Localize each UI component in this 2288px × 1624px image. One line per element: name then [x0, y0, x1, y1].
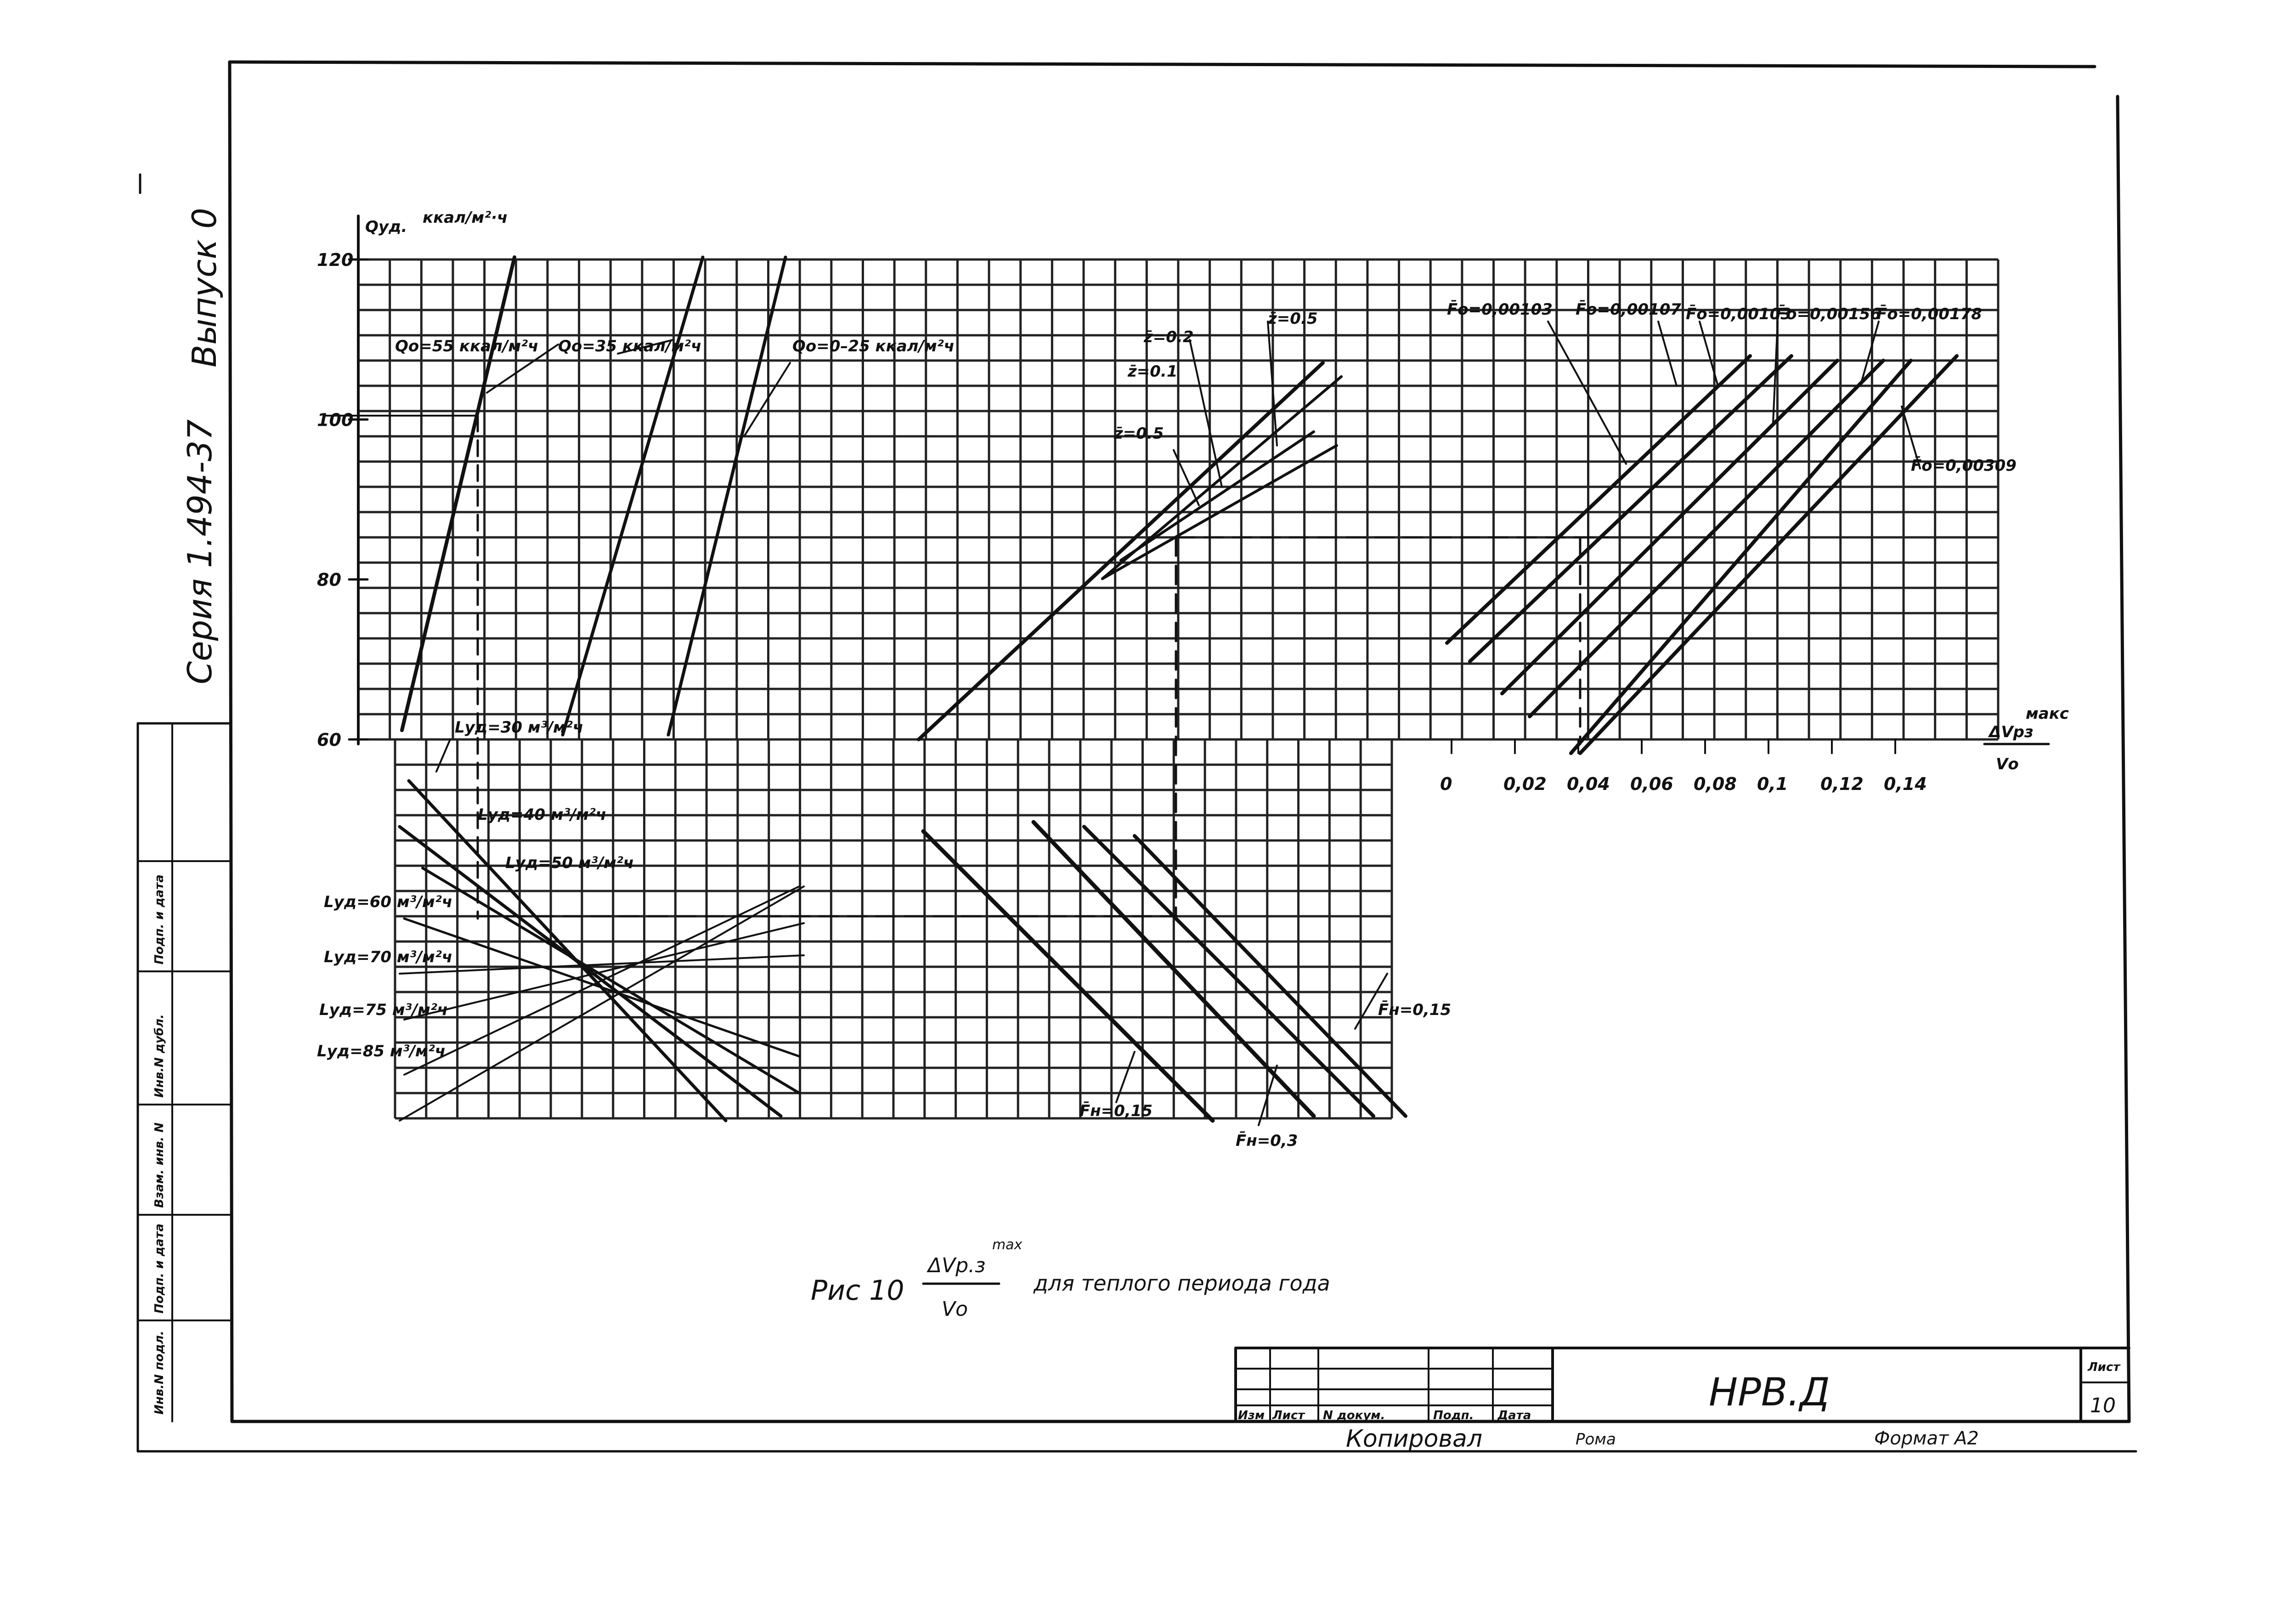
stamp-replace-inv: Взам. инв. N — [153, 1122, 166, 1208]
f0-label-5: F̄о=0,00178 — [1876, 304, 1982, 323]
x-tick-label: 0 — [1440, 774, 1452, 794]
q0-line-0-25 — [667, 255, 787, 737]
l-label-70: Lуд=70 м³/м²ч — [324, 948, 452, 966]
f0-label-2: F̄о=0,00107 — [1576, 299, 1681, 319]
x-tick-label: 0,06 — [1630, 774, 1673, 794]
caption-suffix: для теплого периода года — [1033, 1271, 1330, 1296]
l-label-75: Lуд=75 м³/м²ч — [319, 1001, 448, 1019]
title-block: Изм Лист N докум. Подп. Дата НРВ.Д Лист … — [1234, 1347, 2130, 1453]
stamp-col-sign: Подп. — [1433, 1409, 1474, 1422]
stamp-col-izm: Изм — [1238, 1409, 1265, 1422]
f0-label-1: F̄о=0,00103 — [1447, 299, 1553, 319]
y-tick-label: 100 — [317, 410, 353, 430]
fn-label-right: F̄н=0,15 — [1378, 1000, 1451, 1019]
y-axis-unit: ккал/м²·ч — [423, 209, 508, 227]
z-label-0-2: z̄=0.2 — [1143, 328, 1194, 346]
y-axis-title: Qуд. — [365, 218, 407, 236]
fn-label-bottom: F̄н=0,3 — [1236, 1131, 1298, 1150]
q0-series: Qо=55 ккал/м²ч Qо=35 ккал/м²ч Qо=0–25 кк… — [323, 255, 955, 920]
f0-label-6: F̄о=0,00309 — [1911, 456, 2017, 475]
y-axis: Qуд. ккал/м²·ч 60 80 100 120 — [317, 209, 508, 750]
l-label-50: Lуд=50 м³/м²ч — [505, 854, 634, 872]
stamp-sign-date-2: Подп. и дата — [153, 874, 166, 964]
l-label-30: Lуд=30 м³/м²ч — [455, 718, 583, 737]
caption-sup: max — [992, 1237, 1023, 1253]
lower-grid — [394, 738, 1393, 1120]
side-issue: Выпуск 0 — [185, 208, 224, 367]
y-tick-label: 80 — [317, 570, 341, 590]
l-label-60: Lуд=60 м³/м²ч — [324, 893, 452, 911]
f0-series: F̄о=0,00103 F̄о=0,00107 F̄о=0,00103 F̄о=… — [1445, 299, 2017, 755]
stamp-col-doc: N докум. — [1323, 1409, 1385, 1422]
caption-numerator: ΔVр.з — [926, 1254, 986, 1277]
q0-label-0-25: Qо=0–25 ккал/м²ч — [792, 337, 955, 355]
nomogram-grid — [357, 258, 2000, 1120]
z-label-0-1: z̄=0.1 — [1127, 362, 1178, 381]
z-series: z̄=0.2 z̄=0.5 z̄=0.1 z̄=0.5 — [917, 310, 1609, 920]
y-tick-label: 60 — [317, 730, 341, 750]
x-tick-label: 0,14 — [1884, 774, 1927, 794]
z-line-0-2 — [1101, 444, 1338, 580]
figure-caption: Рис 10 ΔVр.з max Vо для теплого периода … — [811, 1237, 1330, 1321]
q0-label-35: Qо=35 ккал/м²ч — [558, 337, 701, 355]
sheet-number: 10 — [2090, 1394, 2116, 1417]
copied-signature: Рома — [1576, 1430, 1616, 1449]
x-tick-label: 0,02 — [1503, 774, 1547, 794]
caption-prefix: Рис 10 — [811, 1274, 904, 1307]
y-tick-label: 120 — [317, 250, 353, 270]
stamp-col-list: Лист — [1272, 1409, 1305, 1422]
stamp-inv-orig: Инв.N подл. — [153, 1331, 166, 1415]
l-label-85: Lуд=85 м³/м²ч — [317, 1042, 446, 1060]
l-series: Lуд=30 м³/м²ч Lуд=40 м³/м²ч Lуд=50 м³/м²… — [317, 718, 1177, 1122]
z-line-0-1 — [1119, 430, 1315, 562]
x-tick-label: 0,12 — [1820, 774, 1864, 794]
copied-label: Копировал — [1346, 1425, 1482, 1453]
z-line-main — [917, 361, 1325, 741]
side-series: Серия 1.494-37 — [181, 419, 219, 684]
sheet-frame — [136, 60, 2137, 1453]
z-label-0-5: z̄=0.5 — [1113, 424, 1164, 443]
x-axis-title: ΔVрз — [1988, 723, 2034, 741]
x-tick-label: 0,1 — [1757, 774, 1788, 794]
x-tick-label: 0,08 — [1694, 774, 1737, 794]
document-code: НРВ.Д — [1709, 1370, 1830, 1415]
fn-label-left: F̄н=0,15 — [1079, 1101, 1152, 1120]
x-tick-label: 0,04 — [1567, 774, 1610, 794]
q0-line-55 — [400, 255, 516, 732]
left-stamp: Инв.N подл. Подп. и дата Взам. инв. N Ин… — [137, 860, 231, 1415]
q0-line-35 — [561, 255, 705, 737]
l-label-40: Lуд=40 м³/м²ч — [478, 806, 606, 824]
z-label-0-5-top: z̄=0.5 — [1267, 310, 1318, 328]
x-axis: 0 0,02 0,04 0,06 0,08 0,1 0,12 0,14 ΔVрз макс V… — [1440, 705, 2069, 794]
stamp-col-date: Дата — [1497, 1409, 1531, 1422]
sheet-number-label: Лист — [2087, 1360, 2121, 1374]
stamp-sign-date-1: Подп. и дата — [153, 1224, 166, 1314]
format-label: Формат А2 — [1874, 1428, 1979, 1449]
x-axis-denominator: Vо — [1996, 755, 2019, 773]
f0-label-4: F̄о=0,00156 — [1775, 304, 1881, 323]
x-axis-sup: макс — [2026, 705, 2069, 723]
stamp-inv-dup: Инв.N дубл. — [153, 1014, 166, 1098]
q0-label-55: Qо=55 ккал/м²ч — [395, 337, 538, 355]
caption-denominator: Vо — [942, 1297, 968, 1321]
fn-series: F̄н=0,15 F̄н=0,15 F̄н=0,3 — [921, 820, 1451, 1150]
f0-label-3: F̄о=0,00103 — [1686, 304, 1791, 323]
